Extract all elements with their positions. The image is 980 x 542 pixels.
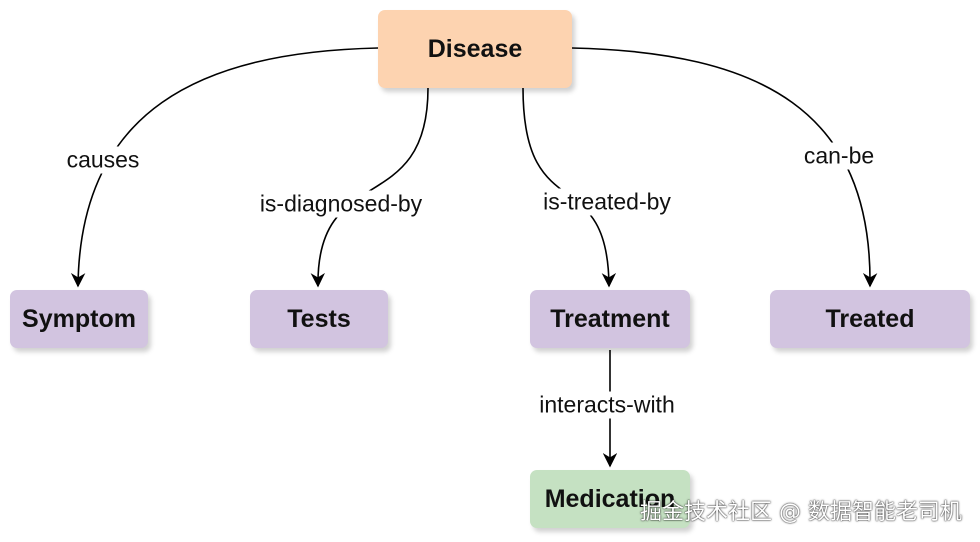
node-tests[interactable]: Tests: [250, 290, 388, 348]
node-treated-label: Treated: [825, 304, 915, 333]
edge-causes: [70, 47, 379, 288]
watermark-text: 掘金技术社区 @ 数据智能老司机: [640, 500, 962, 525]
node-medication-label: Medication: [544, 484, 676, 513]
edge-is-diagnosed-by: [310, 87, 429, 288]
node-disease[interactable]: Disease: [378, 10, 572, 88]
edge-is-treated-by: [522, 87, 617, 288]
node-medication[interactable]: Medication: [530, 470, 690, 528]
node-treatment[interactable]: Treatment: [530, 290, 690, 348]
edge-label-can-be: can-be: [800, 142, 878, 170]
node-treatment-label: Treatment: [550, 304, 670, 333]
node-symptom[interactable]: Symptom: [10, 290, 148, 348]
edge-label-is-diagnosed-by: is-diagnosed-by: [256, 190, 426, 218]
edge-can-be: [571, 47, 878, 288]
node-symptom-label: Symptom: [22, 304, 136, 333]
node-disease-label: Disease: [427, 34, 523, 63]
node-tests-label: Tests: [287, 304, 351, 333]
edge-label-causes: causes: [63, 146, 143, 174]
node-treated[interactable]: Treated: [770, 290, 970, 348]
edge-label-interacts-with: interacts-with: [536, 391, 678, 419]
edge-label-is-treated-by: is-treated-by: [540, 188, 674, 216]
